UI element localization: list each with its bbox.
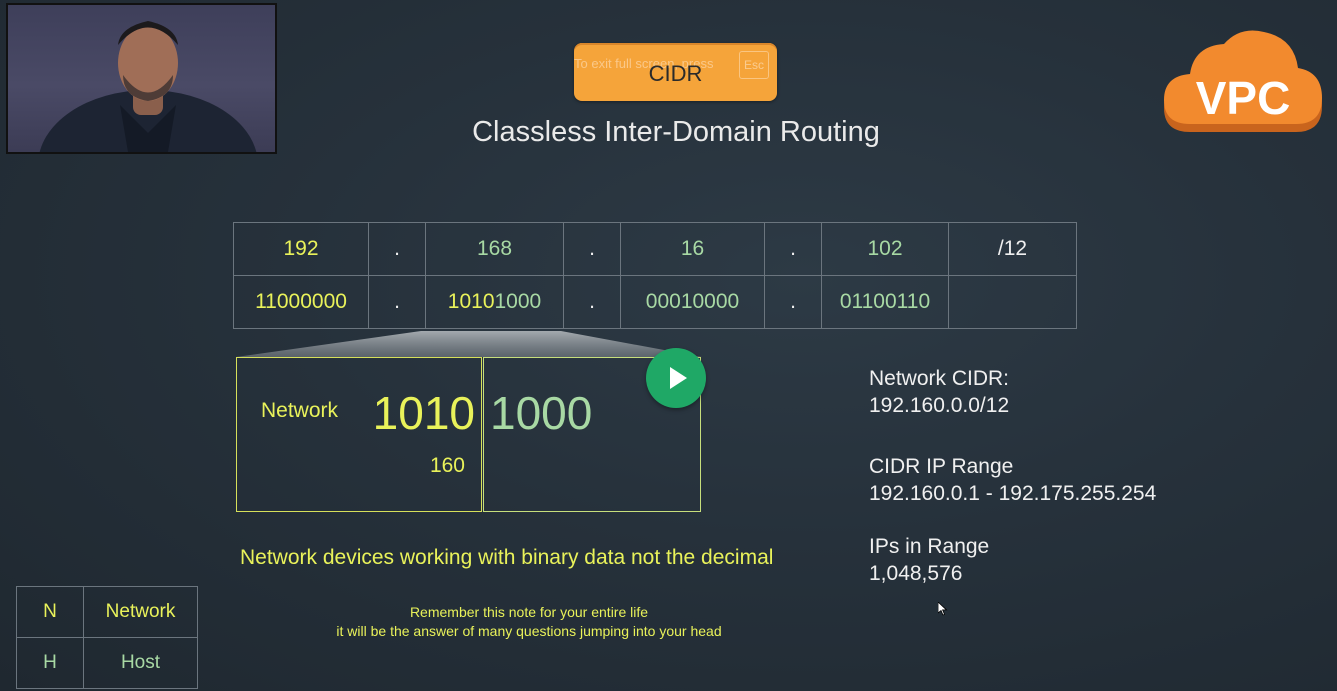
legend-row-network: N Network [16, 586, 198, 638]
network-bits: 1010 [372, 387, 475, 439]
network-cidr-info: Network CIDR: 192.160.0.0/12 [869, 365, 1009, 419]
dot-separator: . [368, 222, 426, 276]
vpc-logo: VPC [1160, 28, 1326, 138]
network-cidr-label: Network CIDR: [869, 367, 1010, 390]
host-bits: 1000 [490, 387, 593, 439]
network-decimal: 160 [429, 454, 465, 477]
octet-4-binary: 01100110 [821, 275, 949, 329]
dot-separator: . [563, 275, 621, 329]
ip-range-value: 192.160.0.1 - 192.175.255.254 [869, 482, 1157, 505]
play-button[interactable] [646, 348, 706, 408]
dot-separator: . [368, 275, 426, 329]
ips-count-info: IPs in Range 1,048,576 [869, 533, 989, 587]
remember-note: Remember this note for your entire life … [279, 603, 779, 641]
legend-table: N Network H Host [16, 586, 198, 689]
cloud-icon: VPC [1164, 30, 1322, 132]
play-icon [670, 367, 687, 389]
network-label: Network [261, 399, 339, 422]
octet-2-network-bits: 1010 [447, 290, 495, 313]
remember-line-1: Remember this note for your entire life [409, 604, 649, 620]
dot-separator: . [764, 222, 822, 276]
octet-1-binary: 11000000 [233, 275, 369, 329]
zoom-funnel [236, 331, 702, 357]
legend-value: Network [83, 586, 198, 638]
page-subtitle: Classless Inter-Domain Routing [472, 116, 880, 148]
page-title: CIDR [648, 61, 703, 86]
host-portion-box: 1000 [483, 357, 701, 512]
ip-range-label: CIDR IP Range [869, 455, 1014, 478]
binary-note: Network devices working with binary data… [240, 546, 774, 569]
dot-separator: . [563, 222, 621, 276]
legend-value: Host [83, 637, 198, 689]
ips-count-label: IPs in Range [869, 535, 990, 558]
binary-row: 11000000 . 10101000 . 00010000 . 0110011… [233, 275, 1077, 329]
legend-key: N [16, 586, 84, 638]
remember-line-2: it will be the answer of many questions … [336, 623, 722, 639]
ips-count-value: 1,048,576 [869, 562, 963, 585]
title-banner: To exit full screen, press Esc CIDR [574, 43, 777, 101]
network-cidr-value: 192.160.0.0/12 [869, 394, 1010, 417]
prefix-length: /12 [948, 222, 1077, 276]
legend-row-host: H Host [16, 637, 198, 689]
presenter-webcam [6, 3, 277, 154]
legend-key: H [16, 637, 84, 689]
octet-4-decimal: 102 [821, 222, 949, 276]
octet-3-binary: 00010000 [620, 275, 765, 329]
empty-cell [948, 275, 1077, 329]
dot-separator: . [764, 275, 822, 329]
decimal-row: 192 . 168 . 16 . 102 /12 [233, 222, 1077, 276]
octet-1-decimal: 192 [233, 222, 369, 276]
presenter-figure [39, 21, 257, 152]
ip-range-info: CIDR IP Range 192.160.0.1 - 192.175.255.… [869, 453, 1156, 507]
fullscreen-hint: To exit full screen, press [574, 56, 714, 71]
mouse-pointer-icon [938, 602, 948, 616]
network-portion-box: Network 1010 160 [236, 357, 482, 512]
esc-key-hint[interactable]: Esc [739, 51, 769, 79]
octet-3-decimal: 16 [620, 222, 765, 276]
logo-text: VPC [1196, 72, 1291, 124]
ip-address-table: 192 . 168 . 16 . 102 /12 11000000 . 1010… [233, 222, 1077, 329]
octet-2-binary: 10101000 [425, 275, 564, 329]
octet-2-host-bits: 1000 [494, 290, 542, 313]
octet-2-decimal: 168 [425, 222, 564, 276]
